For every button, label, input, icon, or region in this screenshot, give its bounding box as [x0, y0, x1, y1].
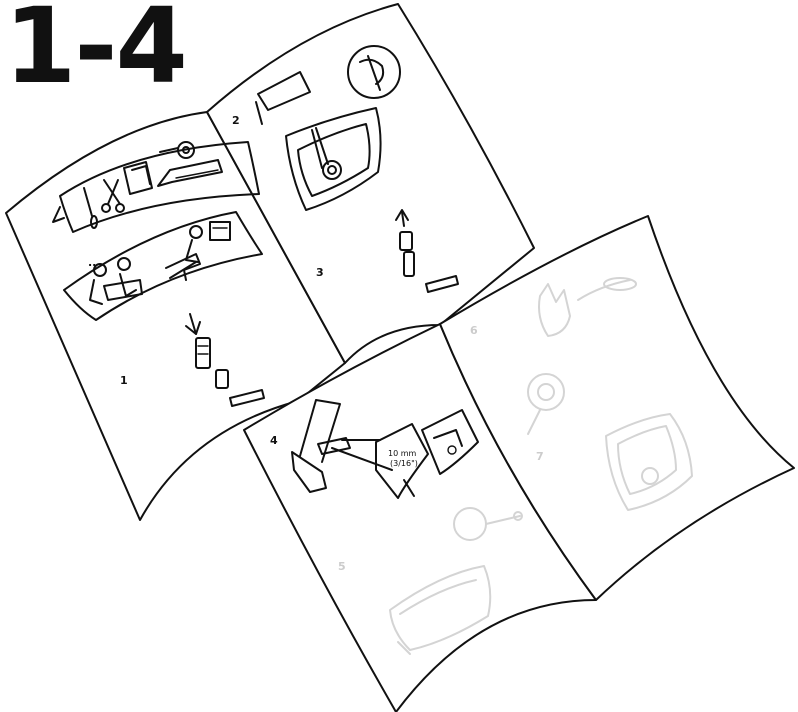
svg-text:..: ..: [88, 256, 96, 269]
dimension-imperial: (3/16"): [390, 459, 418, 468]
step-7-label: 7: [536, 450, 544, 463]
dimension-metric: 10 mm: [388, 449, 417, 458]
step-3-label: 3: [316, 266, 324, 279]
step-5-label: 5: [338, 560, 346, 573]
step-4-label: 4: [270, 434, 278, 447]
step-1-label: 1: [120, 374, 128, 387]
step-6-label: 6: [470, 324, 478, 337]
step-2-label: 2: [232, 114, 240, 127]
